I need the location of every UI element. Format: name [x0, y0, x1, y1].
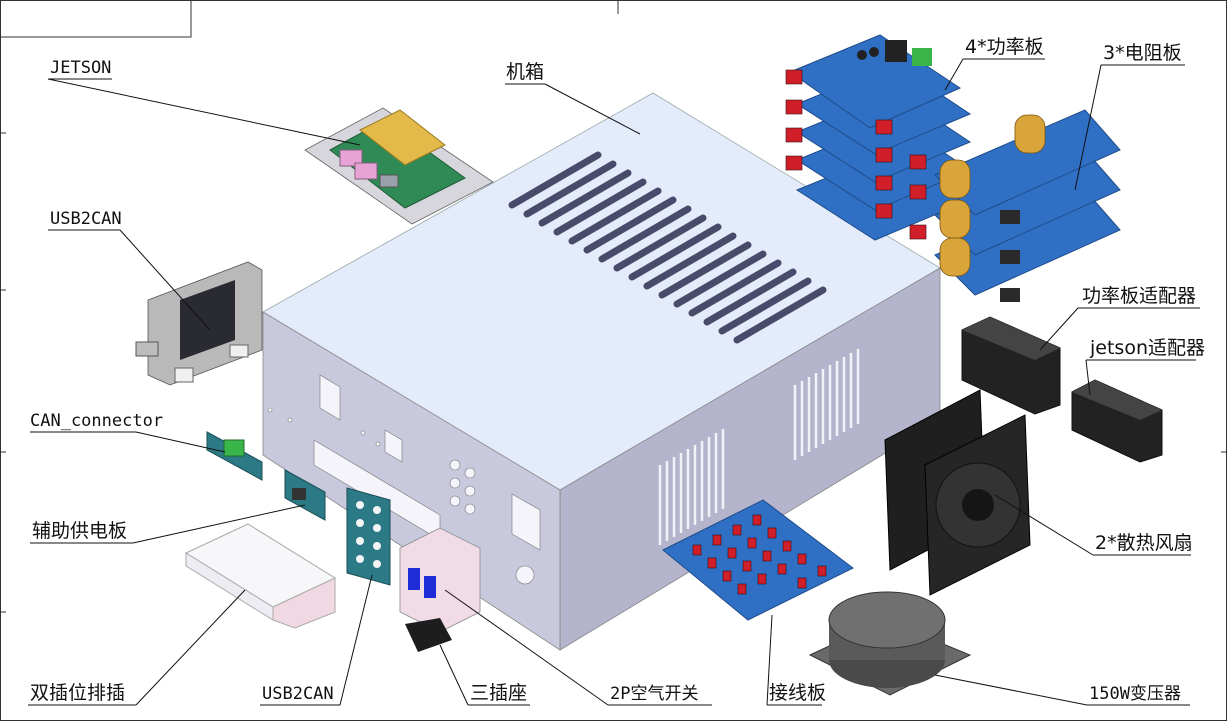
label-usb2can-top: USB2CAN: [50, 209, 122, 229]
side-vents-right: [658, 349, 860, 545]
label-power-strip: 双插位排插: [30, 682, 125, 704]
label-power-adapter: 功率板适配器: [1082, 285, 1196, 307]
terminal-board: [662, 499, 854, 621]
label-chassis: 机箱: [506, 61, 544, 83]
jetson-module: [304, 107, 494, 225]
power-board-stack: [785, 34, 972, 241]
labels: JETSON 机箱 4*功率板 3*电阻板 USB2CAN 功率板适配器 jet…: [30, 36, 1205, 704]
aux-power-board: [284, 469, 326, 521]
label-resistor-board: 3*电阻板: [1103, 42, 1182, 64]
label-can-connector: CAN_connector: [30, 411, 163, 431]
resistor-board-stack: [934, 109, 1121, 302]
label-air-switch: 2P空气开关: [610, 684, 698, 704]
three-pin-socket: [405, 618, 452, 652]
label-usb2can-bottom: USB2CAN: [262, 684, 334, 704]
label-terminal-board: 接线板: [769, 682, 826, 704]
jetson-adapter: [1071, 379, 1163, 463]
air-switch-breaker: [399, 527, 481, 633]
usb2can-bottom-panel: [346, 487, 391, 586]
power-strip: [184, 523, 337, 629]
cooling-fans: [884, 389, 1031, 596]
label-power-board: 4*功率板: [965, 36, 1044, 58]
leader-lines: [28, 58, 1200, 706]
label-transformer: 150W变压器: [1089, 684, 1181, 704]
usb2can-top-module: [135, 261, 263, 386]
front-panel-cutouts: [267, 374, 541, 585]
transformer: [808, 591, 972, 696]
can-connector-module: [206, 431, 263, 481]
chassis: [262, 92, 941, 651]
power-board-adapter: [961, 316, 1061, 415]
label-aux-power-board: 辅助供电板: [32, 520, 127, 542]
label-jetson: JETSON: [50, 58, 111, 78]
top-vent-slots: [508, 151, 827, 344]
label-jetson-adapter: jetson适配器: [1089, 337, 1205, 359]
label-socket: 三插座: [470, 682, 527, 704]
label-fans: 2*散热风扇: [1095, 532, 1193, 554]
